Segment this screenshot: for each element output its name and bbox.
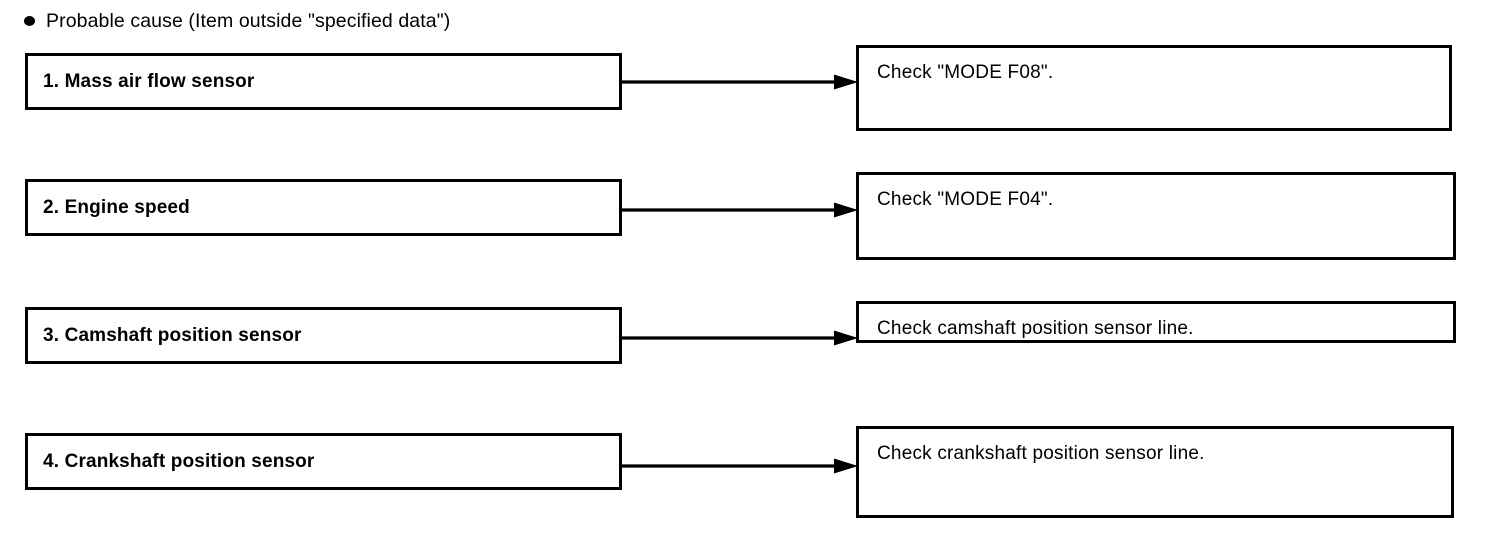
page-heading-label: Probable cause (Item outside "specified … [46,10,451,32]
action-label-4: Check crankshaft position sensor line. [877,443,1205,464]
cause-label-2: 2. Engine speed [43,196,190,218]
page-heading: Probable cause (Item outside "specified … [24,8,450,34]
action-box-1[interactable]: Check "MODE F08". [856,45,1452,131]
cause-box-2[interactable]: 2. Engine speed [25,179,622,236]
cause-label-4: 4. Crankshaft position sensor [43,450,315,472]
action-box-3[interactable]: Check camshaft position sensor line. [856,301,1456,343]
cause-label-1: 1. Mass air flow sensor [43,70,255,92]
action-box-4[interactable]: Check crankshaft position sensor line. [856,426,1454,518]
filled-circle-bullet-icon [24,16,35,26]
connector-arrow-2 [622,202,858,218]
connector-arrow-4 [622,458,858,474]
connector-arrow-3 [622,330,858,346]
cause-label-3: 3. Camshaft position sensor [43,324,302,346]
cause-box-3[interactable]: 3. Camshaft position sensor [25,307,622,364]
cause-box-4[interactable]: 4. Crankshaft position sensor [25,433,622,490]
connector-arrow-1 [622,74,858,90]
action-label-3: Check camshaft position sensor line. [877,318,1194,339]
action-box-2[interactable]: Check "MODE F04". [856,172,1456,260]
cause-box-1[interactable]: 1. Mass air flow sensor [25,53,622,110]
action-label-1: Check "MODE F08". [877,62,1054,83]
action-label-2: Check "MODE F04". [877,189,1054,210]
